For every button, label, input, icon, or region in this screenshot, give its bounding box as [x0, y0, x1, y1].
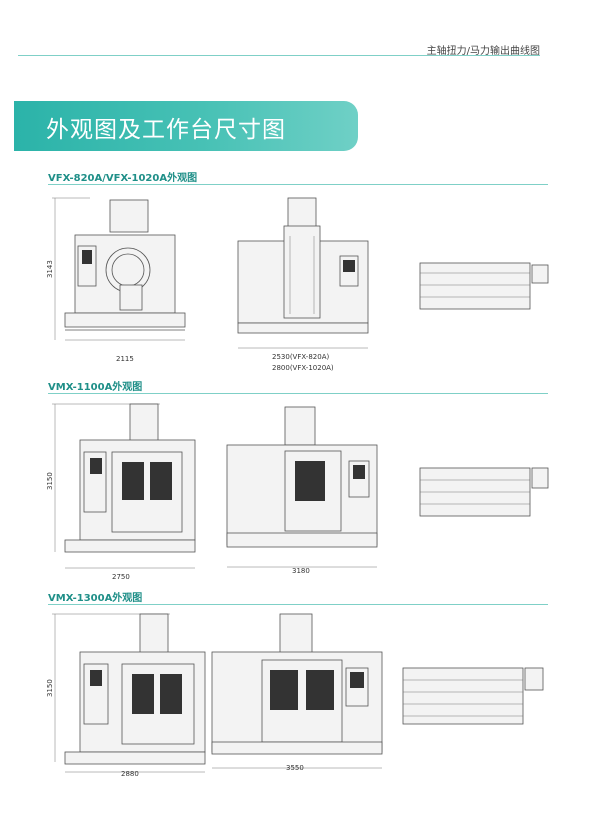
- header-divider: [18, 55, 540, 56]
- vmx1300-side-view-drawing: [211, 613, 383, 769]
- vmx1300-side-width-dim: 3550: [286, 764, 304, 772]
- vmx1100-front-view-drawing: [52, 403, 196, 569]
- vmx1100-front-width-dim: 2750: [112, 573, 130, 581]
- vmx1300-front-width-dim: 2880: [121, 770, 139, 778]
- vmx1100-side-width-dim: 3180: [292, 567, 310, 575]
- page-header-title: 主轴扭力/马力输出曲线图: [426, 46, 540, 57]
- vmx1100-table-drawing: [419, 467, 549, 517]
- vmx1100-front-height-dim: 3150: [46, 472, 54, 490]
- vmx1300-front-view-drawing: [52, 613, 206, 773]
- section-title-vmx1300: VMX-1300A外观图: [48, 593, 143, 604]
- banner-title: 外观图及工作台尺寸图: [46, 117, 286, 143]
- section-title-vfx: VFX-820A/VFX-1020A外观图: [48, 173, 198, 184]
- section-banner: [14, 101, 358, 151]
- vmx1300-table-drawing: [402, 667, 544, 725]
- vfx-front-view-drawing: [52, 197, 186, 341]
- section-title-vmx1100: VMX-1100A外观图: [48, 382, 143, 393]
- vfx-front-width-dim: 2115: [116, 355, 134, 363]
- section-divider: [48, 604, 548, 605]
- section-divider: [48, 393, 548, 394]
- vmx1300-front-height-dim: 3150: [46, 679, 54, 697]
- vfx-side-width-dim-1020: 2800(VFX-1020A): [272, 364, 334, 372]
- vmx1100-side-view-drawing: [226, 406, 378, 568]
- vfx-side-view-drawing: [237, 197, 369, 349]
- vfx-side-width-dim-820: 2530(VFX-820A): [272, 353, 330, 361]
- vfx-front-height-dim: 3143: [46, 260, 54, 278]
- section-divider: [48, 184, 548, 185]
- vfx-table-drawing: [419, 262, 549, 310]
